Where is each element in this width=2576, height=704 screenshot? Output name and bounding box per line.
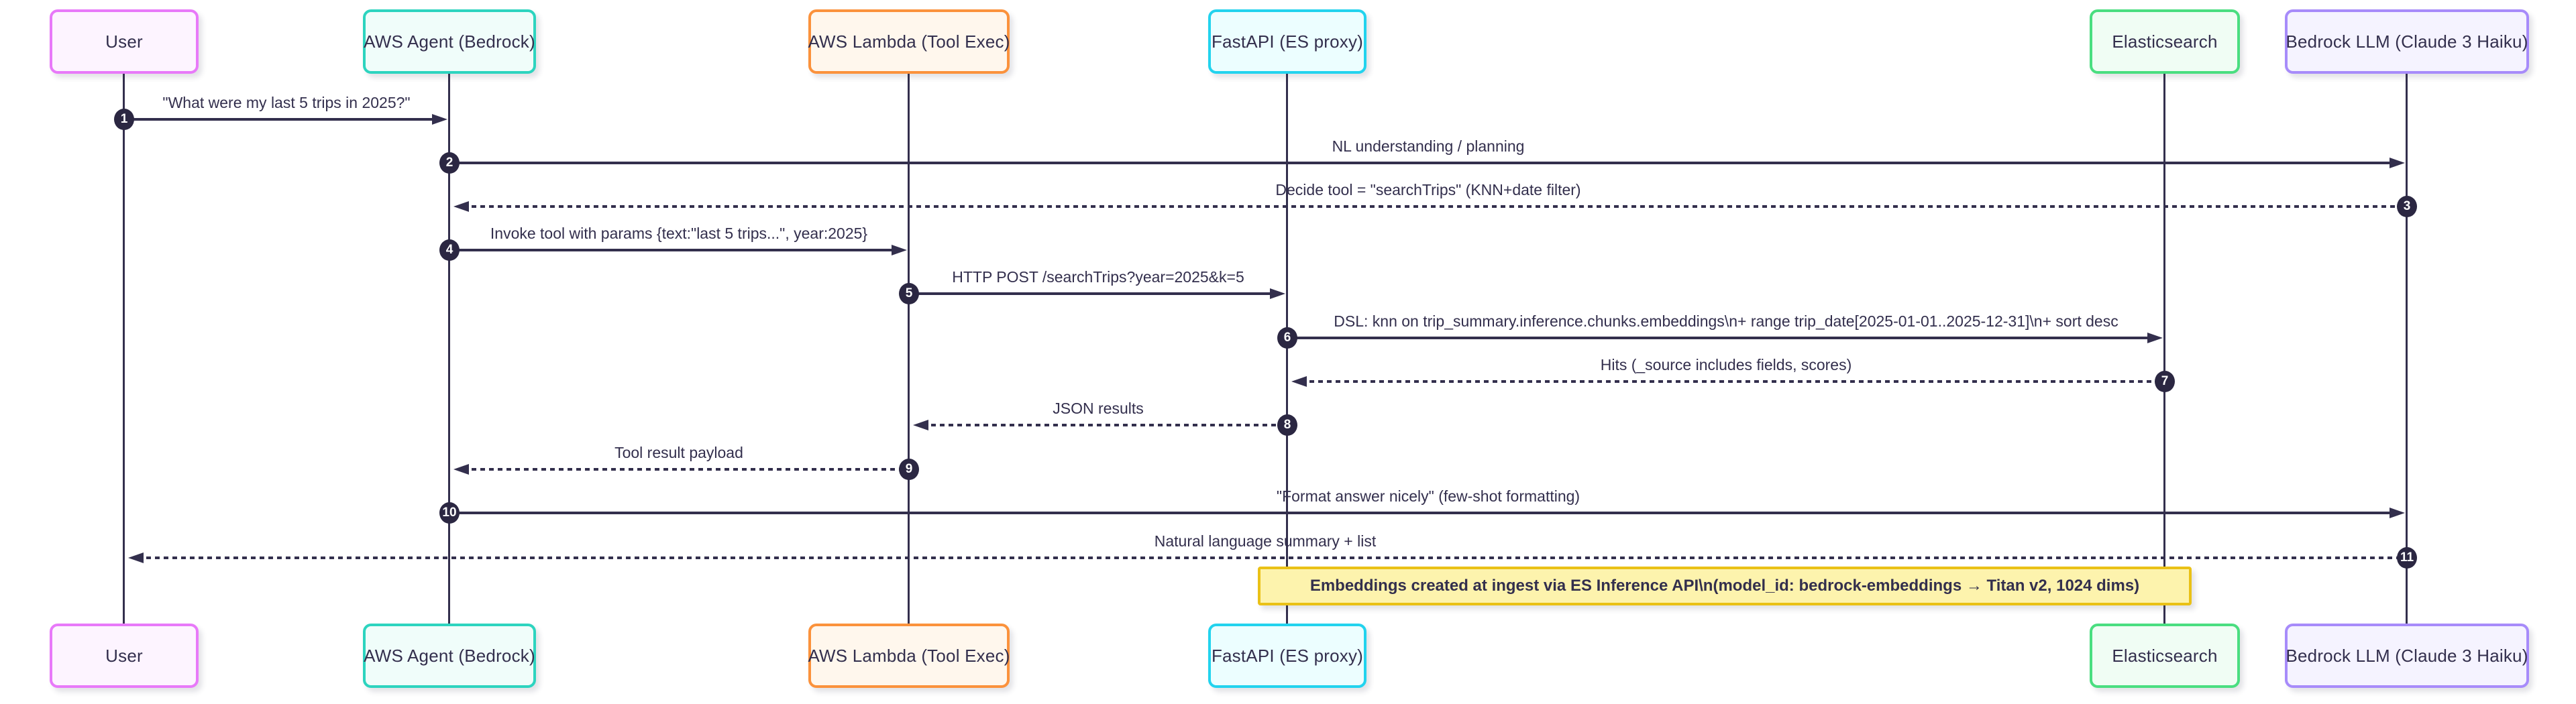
lifeline-aws-agent xyxy=(448,74,450,624)
message-1-line xyxy=(124,118,433,121)
message-6-line xyxy=(1287,337,2149,339)
message-5-seq-badge: 5 xyxy=(899,283,919,304)
lifeline-aws-lambda xyxy=(908,74,910,624)
message-5-line xyxy=(909,292,1271,295)
message-8-arrowhead xyxy=(913,420,928,430)
message-9-line xyxy=(463,468,909,471)
message-3-seq-badge: 3 xyxy=(2397,196,2417,217)
message-10-line xyxy=(449,512,2391,514)
actor-top-bedrock-llm: Bedrock LLM (Claude 3 Haiku) xyxy=(2285,9,2529,74)
message-2-seq-badge: 2 xyxy=(439,152,460,174)
message-4-line xyxy=(449,249,893,251)
note-embeddings: Embeddings created at ingest via ES Infe… xyxy=(1258,567,2192,605)
message-6-label: DSL: knn on trip_summary.inference.chunk… xyxy=(1334,312,2118,330)
lifeline-user xyxy=(123,74,125,624)
message-1-seq-badge: 1 xyxy=(114,109,134,130)
message-7-seq-badge: 7 xyxy=(2155,371,2175,392)
message-11-line xyxy=(138,556,2407,559)
lifeline-bedrock-llm xyxy=(2406,74,2408,624)
message-1-label: "What were my last 5 trips in 2025?" xyxy=(162,94,411,111)
message-7-arrowhead xyxy=(1291,376,1307,387)
message-10-label: "Format answer nicely" (few-shot formatt… xyxy=(1276,487,1580,505)
message-8-label: JSON results xyxy=(1053,400,1144,417)
message-9-arrowhead xyxy=(453,464,469,475)
actor-bottom-user: User xyxy=(50,624,199,688)
message-3-arrowhead xyxy=(453,201,469,212)
message-4-label: Invoke tool with params {text:"last 5 tr… xyxy=(490,225,868,242)
message-8-seq-badge: 8 xyxy=(1277,414,1297,436)
message-3-label: Decide tool = "searchTrips" (KNN+date fi… xyxy=(1275,181,1581,198)
message-4-arrowhead xyxy=(892,245,907,255)
actor-bottom-bedrock-llm: Bedrock LLM (Claude 3 Haiku) xyxy=(2285,624,2529,688)
message-2-line xyxy=(449,162,2391,164)
actor-bottom-aws-lambda: AWS Lambda (Tool Exec) xyxy=(808,624,1010,688)
message-3-line xyxy=(463,205,2407,208)
message-9-seq-badge: 9 xyxy=(899,459,919,480)
message-11-arrowhead xyxy=(128,552,144,563)
message-7-line xyxy=(1301,380,2165,383)
actor-top-aws-lambda: AWS Lambda (Tool Exec) xyxy=(808,9,1010,74)
message-8-line xyxy=(922,424,1287,426)
message-1-arrowhead xyxy=(432,114,447,125)
actor-top-elasticsearch: Elasticsearch xyxy=(2090,9,2240,74)
actor-bottom-elasticsearch: Elasticsearch xyxy=(2090,624,2240,688)
message-10-arrowhead xyxy=(2390,508,2405,518)
message-11-label: Natural language summary + list xyxy=(1154,532,1377,550)
lifeline-elasticsearch xyxy=(2163,74,2165,624)
message-10-seq-badge: 10 xyxy=(439,502,460,524)
message-2-label: NL understanding / planning xyxy=(1332,137,1525,155)
message-6-seq-badge: 6 xyxy=(1277,327,1297,349)
actor-bottom-aws-agent: AWS Agent (Bedrock) xyxy=(363,624,536,688)
message-5-arrowhead xyxy=(1270,288,1285,299)
actor-top-fastapi: FastAPI (ES proxy) xyxy=(1208,9,1366,74)
message-6-arrowhead xyxy=(2147,333,2163,343)
message-5-label: HTTP POST /searchTrips?year=2025&k=5 xyxy=(952,268,1244,286)
actor-top-aws-agent: AWS Agent (Bedrock) xyxy=(363,9,536,74)
message-4-seq-badge: 4 xyxy=(439,239,460,261)
message-9-label: Tool result payload xyxy=(614,444,743,461)
message-7-label: Hits (_source includes fields, scores) xyxy=(1600,356,1852,373)
actor-top-user: User xyxy=(50,9,199,74)
message-2-arrowhead xyxy=(2390,158,2405,168)
actor-bottom-fastapi: FastAPI (ES proxy) xyxy=(1208,624,1366,688)
lifeline-fastapi xyxy=(1286,74,1288,624)
message-11-seq-badge: 11 xyxy=(2397,547,2417,569)
